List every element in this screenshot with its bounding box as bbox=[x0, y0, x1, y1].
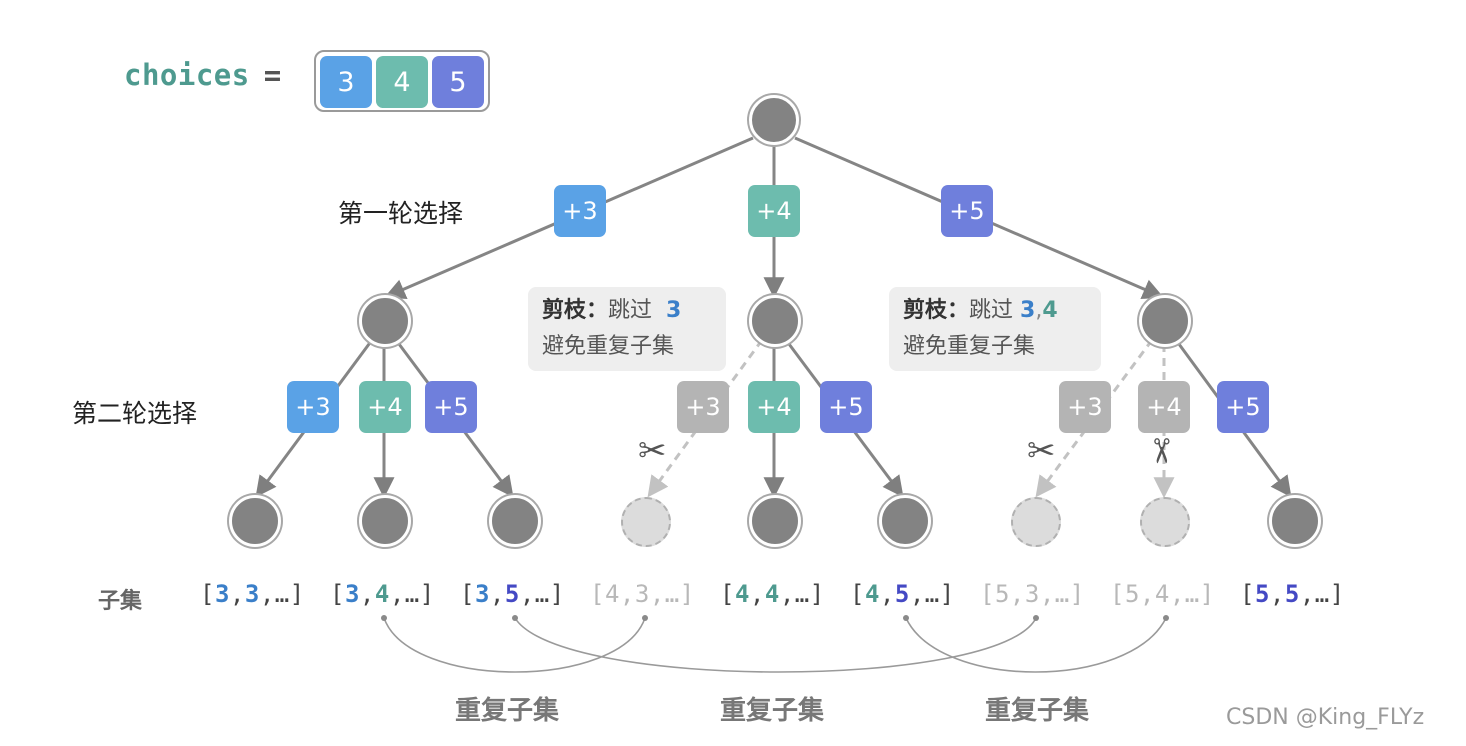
choices-equals: = bbox=[263, 58, 282, 92]
node-level1-4 bbox=[749, 295, 801, 347]
prune-note-title: 剪枝： bbox=[542, 298, 609, 323]
op-round2-3-plus3: +3 bbox=[287, 381, 339, 433]
link-dot bbox=[381, 615, 387, 621]
subset-digit: 5 bbox=[894, 580, 910, 608]
subset-3-3: [3,3,…] bbox=[200, 580, 305, 608]
duplicate-subset-label: 重复子集 bbox=[455, 696, 560, 726]
duplicate-link-34-43 bbox=[383, 617, 646, 673]
op-round2-3-plus5: +5 bbox=[425, 381, 477, 433]
node-level1-3 bbox=[359, 295, 411, 347]
subset-digit: 5 bbox=[994, 580, 1010, 608]
subset-digit: 5 bbox=[1284, 580, 1300, 608]
subset-digit: 4 bbox=[864, 580, 880, 608]
root-node bbox=[749, 95, 799, 145]
leaf-node-33 bbox=[229, 495, 281, 547]
subset-digit: 4 bbox=[374, 580, 390, 608]
pruned-edge-4-3 bbox=[647, 339, 764, 498]
pruned-node-54 bbox=[1140, 497, 1190, 547]
op-round2-4-plus4: +4 bbox=[748, 381, 800, 433]
round-two-label: 第二轮选择 bbox=[72, 399, 198, 428]
leaf-node-34 bbox=[359, 495, 411, 547]
choice-cell-5: 5 bbox=[432, 56, 484, 108]
subset-digit: 3 bbox=[344, 580, 360, 608]
scissors-icon: ✂ bbox=[1027, 431, 1056, 471]
leaf-node-35 bbox=[489, 495, 541, 547]
link-dot bbox=[512, 615, 518, 621]
op-round2-5-plus4-pruned: +4 bbox=[1138, 381, 1190, 433]
op-round2-4-plus5: +5 bbox=[820, 381, 872, 433]
prune-note-left: 剪枝：跳过 3 避免重复子集 bbox=[528, 287, 726, 371]
scissors-icon: ✂ bbox=[1140, 436, 1181, 466]
subset-4-4: [4,4,…] bbox=[720, 580, 825, 608]
watermark: CSDN @King_FLYz bbox=[1226, 705, 1425, 730]
prune-note-num: 3 bbox=[666, 298, 682, 323]
subset-digit: 3 bbox=[214, 580, 230, 608]
op-round2-3-plus4: +4 bbox=[359, 381, 411, 433]
duplicate-link-35-53 bbox=[514, 617, 1037, 673]
choices-label: choices = bbox=[124, 58, 282, 92]
prune-note-line2: 避免重复子集 bbox=[542, 334, 675, 359]
duplicate-link-45-54 bbox=[905, 617, 1167, 673]
pruned-edge-5-3 bbox=[1035, 339, 1154, 498]
subset-digit: 5 bbox=[504, 580, 520, 608]
op-round1-plus3: +3 bbox=[554, 185, 606, 237]
subsets-label: 子集 bbox=[98, 589, 143, 614]
subset-digit: 4 bbox=[764, 580, 780, 608]
subset-digit: 4 bbox=[1154, 580, 1170, 608]
subset-5-4-pruned: [5,4,…] bbox=[1110, 580, 1215, 608]
choice-cell-4: 4 bbox=[376, 56, 428, 108]
choice-cell-3: 3 bbox=[320, 56, 372, 108]
choices-array: 3 4 5 bbox=[314, 50, 490, 112]
op-round2-5-plus5: +5 bbox=[1217, 381, 1269, 433]
subset-digit: 3 bbox=[634, 580, 650, 608]
subset-3-4: [3,4,…] bbox=[330, 580, 435, 608]
pruned-node-43 bbox=[621, 497, 671, 547]
pruned-node-53 bbox=[1011, 497, 1061, 547]
leaf-node-55 bbox=[1269, 495, 1321, 547]
duplicate-subset-label: 重复子集 bbox=[720, 696, 825, 726]
prune-note-num-3: 3 bbox=[1020, 298, 1036, 323]
leaf-node-44 bbox=[749, 495, 801, 547]
scissors-icon: ✂ bbox=[638, 431, 667, 471]
link-dot bbox=[1033, 615, 1039, 621]
prune-note-line2: 避免重复子集 bbox=[903, 334, 1036, 359]
op-round1-plus4: +4 bbox=[748, 185, 800, 237]
link-dot bbox=[903, 615, 909, 621]
round-one-label: 第一轮选择 bbox=[338, 199, 464, 228]
prune-note-title: 剪枝： bbox=[903, 298, 970, 323]
subset-4-3-pruned: [4,3,…] bbox=[590, 580, 695, 608]
leaf-node-45 bbox=[879, 495, 931, 547]
subset-3-5: [3,5,…] bbox=[460, 580, 565, 608]
subset-4-5: [4,5,…] bbox=[850, 580, 955, 608]
prune-note-skip: 跳过 bbox=[969, 298, 1014, 323]
subset-5-5: [5,5,…] bbox=[1240, 580, 1345, 608]
choices-name: choices bbox=[124, 58, 250, 92]
subset-digit: 3 bbox=[1024, 580, 1040, 608]
subset-digit: 3 bbox=[474, 580, 490, 608]
op-round2-5-plus3-pruned: +3 bbox=[1059, 381, 1111, 433]
prune-note-skip: 跳过 bbox=[608, 298, 653, 323]
subset-digit: 4 bbox=[734, 580, 750, 608]
prune-note-num-4: 4 bbox=[1042, 298, 1058, 323]
op-round2-4-plus3-pruned: +3 bbox=[677, 381, 729, 433]
op-round1-plus5: +5 bbox=[941, 185, 993, 237]
prune-note-right: 剪枝：跳过 3,4 避免重复子集 bbox=[889, 287, 1101, 371]
subset-digit: 3 bbox=[244, 580, 260, 608]
subset-digit: 5 bbox=[1124, 580, 1140, 608]
subset-digit: 5 bbox=[1254, 580, 1270, 608]
link-dot bbox=[1163, 615, 1169, 621]
node-level1-5 bbox=[1139, 295, 1191, 347]
subset-digit: 4 bbox=[604, 580, 620, 608]
link-dot bbox=[642, 615, 648, 621]
duplicate-subset-label: 重复子集 bbox=[985, 696, 1090, 726]
subset-5-3-pruned: [5,3,…] bbox=[980, 580, 1085, 608]
